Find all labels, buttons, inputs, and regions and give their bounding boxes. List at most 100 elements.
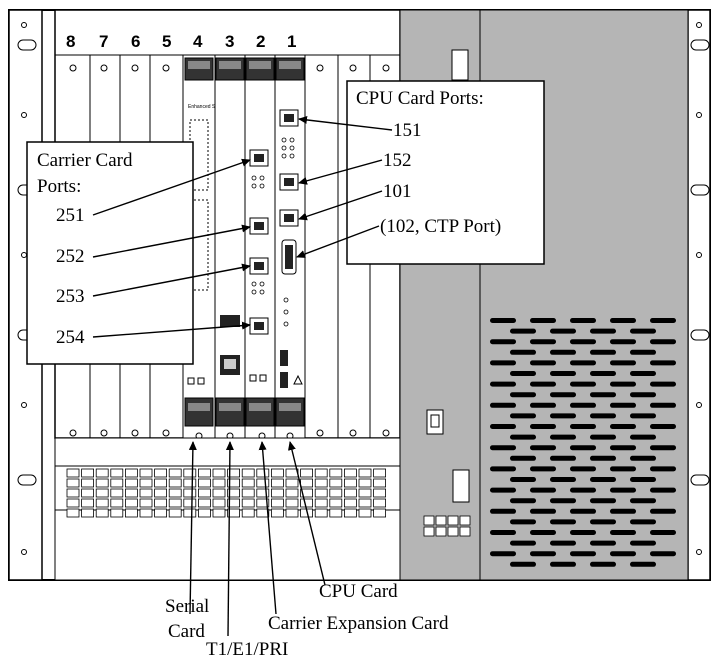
- vent-hole: [301, 479, 313, 487]
- fan-slot: [650, 318, 676, 323]
- fan-slot: [530, 509, 556, 514]
- vent-hole: [359, 499, 371, 507]
- vent-hole: [111, 469, 123, 477]
- fan-slot: [570, 466, 596, 471]
- slot-number: 5: [162, 32, 171, 51]
- fan-slot: [590, 392, 616, 397]
- slot-number: 2: [256, 32, 265, 51]
- fan-slot: [590, 435, 616, 440]
- vent-hole: [344, 469, 356, 477]
- vent-hole: [359, 479, 371, 487]
- vent-hole: [184, 509, 196, 517]
- vent-hole: [111, 489, 123, 497]
- vent-hole: [67, 489, 79, 497]
- fan-slot: [550, 541, 576, 546]
- fan-slot: [510, 519, 536, 524]
- cpu-card-ports-callout: CPU Card Ports: 151 152 101 (102, CTP Po…: [347, 81, 544, 264]
- fan-slot: [630, 541, 656, 546]
- carrier-port-label: 253: [56, 286, 85, 307]
- vent-hole: [374, 509, 386, 517]
- fan-slot: [490, 551, 516, 556]
- t1-card: [215, 55, 245, 439]
- vent-hole: [96, 479, 108, 487]
- fan-slot: [510, 435, 536, 440]
- vent-hole: [242, 479, 254, 487]
- vent-hole: [242, 489, 254, 497]
- bottom-labels: Serial Card T1/E1/PRI Carrier Expansion …: [165, 581, 449, 660]
- vent-hole: [344, 509, 356, 517]
- fan-slot: [650, 488, 676, 493]
- fan-slot: [550, 456, 576, 461]
- fan-slot: [530, 360, 556, 365]
- vent-hole: [111, 479, 123, 487]
- vent-hole: [67, 479, 79, 487]
- vent-hole: [242, 499, 254, 507]
- vent-hole: [184, 469, 196, 477]
- fan-slot: [530, 551, 556, 556]
- vent-hole: [96, 499, 108, 507]
- fan-slot: [510, 477, 536, 482]
- vent-hole: [286, 489, 298, 497]
- vent-hole: [140, 489, 152, 497]
- fan-slot: [610, 530, 636, 535]
- fan-slot: [630, 562, 656, 567]
- fan-slot: [610, 360, 636, 365]
- vent-hole: [184, 489, 196, 497]
- fan-slot: [650, 339, 676, 344]
- fan-slot: [590, 519, 616, 524]
- fan-slot: [650, 403, 676, 408]
- t1-e1-pri-label: T1/E1/PRI: [206, 639, 288, 660]
- fan-slot: [590, 413, 616, 418]
- fan-slot: [530, 530, 556, 535]
- right-rack-ear: [688, 10, 710, 580]
- fan-slot: [550, 350, 576, 355]
- vent-hole: [111, 509, 123, 517]
- vent-hole: [374, 479, 386, 487]
- fan-slot: [590, 456, 616, 461]
- vent-hole: [67, 499, 79, 507]
- fan-slot: [550, 329, 576, 334]
- vent-hole: [286, 499, 298, 507]
- vent-hole: [330, 479, 342, 487]
- vent-hole: [315, 489, 327, 497]
- carrier-box-title: Ports:: [37, 176, 81, 197]
- vent-hole: [125, 479, 137, 487]
- fan-slot: [550, 498, 576, 503]
- vent-hole: [374, 469, 386, 477]
- fan-slot: [570, 551, 596, 556]
- vent-hole: [140, 469, 152, 477]
- fan-slot: [610, 403, 636, 408]
- fan-slot: [610, 466, 636, 471]
- vent-hole: [96, 509, 108, 517]
- vent-hole: [125, 489, 137, 497]
- vent-hole: [82, 489, 94, 497]
- vent-hole: [315, 509, 327, 517]
- fan-slot: [610, 424, 636, 429]
- fan-slot: [530, 445, 556, 450]
- fan-slot: [610, 445, 636, 450]
- vent-hole: [344, 489, 356, 497]
- cpu-port-label: 151: [393, 120, 422, 141]
- fan-slot: [610, 382, 636, 387]
- fan-slot: [530, 424, 556, 429]
- vent-hole: [330, 469, 342, 477]
- vent-hole: [155, 499, 167, 507]
- vent-hole: [330, 489, 342, 497]
- carrier-expansion-card: [245, 55, 275, 439]
- vent-hole: [359, 469, 371, 477]
- fan-slot: [650, 382, 676, 387]
- fan-slot: [590, 562, 616, 567]
- vent-hole: [169, 469, 181, 477]
- fan-slot: [510, 392, 536, 397]
- fan-slot: [630, 329, 656, 334]
- vent-hole: [198, 499, 210, 507]
- fan-slot: [650, 509, 676, 514]
- vent-hole: [271, 479, 283, 487]
- vent-hole: [359, 489, 371, 497]
- vent-hole: [82, 479, 94, 487]
- fan-slot: [530, 466, 556, 471]
- vent-hole: [67, 469, 79, 477]
- fan-slot: [630, 498, 656, 503]
- vent-hole: [213, 469, 225, 477]
- fan-slot: [570, 488, 596, 493]
